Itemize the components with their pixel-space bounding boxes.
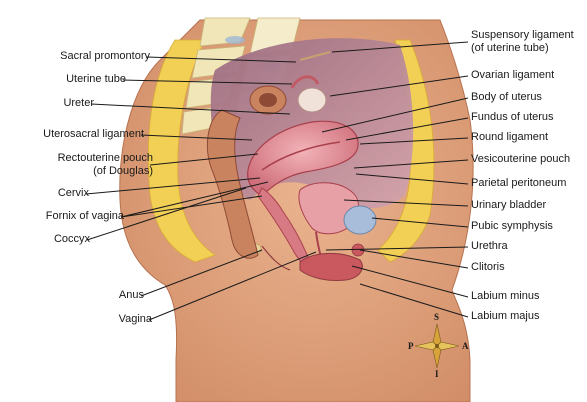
- label-vesicouterine-pouch-line: Vesicouterine pouch: [471, 153, 571, 165]
- label-uterosacral-ligament: Uterosacral ligament: [43, 128, 144, 141]
- label-rectouterine-pouch-line: Rectouterine pouch: [57, 152, 153, 164]
- pubic-symphysis: [343, 205, 377, 235]
- label-vagina-line: Vagina: [118, 313, 152, 325]
- label-suspensory-ligament-line: (of uterine tube): [471, 42, 549, 54]
- compass-inferior-label: I: [435, 369, 439, 379]
- ovary-and-tube: [290, 51, 331, 113]
- label-fornix-of-vagina-line: Fornix of vagina: [45, 210, 124, 222]
- external-genitalia: [261, 243, 365, 281]
- label-rectouterine-pouch-line: (of Douglas): [93, 165, 153, 177]
- label-ovarian-ligament-line: Ovarian ligament: [471, 69, 555, 81]
- label-suspensory-ligament-line: Suspensory ligament: [471, 29, 574, 41]
- label-ureter-line: Ureter: [63, 97, 94, 109]
- rectum: [206, 85, 287, 259]
- label-urinary-bladder-line: Urinary bladder: [471, 199, 547, 211]
- label-uterine-tube-line: Uterine tube: [66, 73, 126, 85]
- label-urethra-line: Urethra: [471, 240, 508, 252]
- label-sacral-promontory: Sacral promontory: [60, 50, 150, 63]
- label-fundus-of-uterus-line: Fundus of uterus: [471, 111, 554, 123]
- label-sacral-promontory-line: Sacral promontory: [60, 50, 150, 62]
- label-parietal-peritoneum-line: Parietal peritoneum: [471, 177, 567, 189]
- label-rectouterine-pouch: Rectouterine pouch(of Douglas): [58, 152, 153, 178]
- label-round-ligament-line: Round ligament: [471, 131, 549, 143]
- label-body-of-uterus: Body of uterus: [471, 91, 542, 104]
- label-pubic-symphysis-line: Pubic symphysis: [471, 220, 553, 232]
- label-round-ligament: Round ligament: [471, 131, 548, 144]
- label-parietal-peritoneum: Parietal peritoneum: [471, 177, 566, 190]
- label-vesicouterine-pouch: Vesicouterine pouch: [471, 153, 570, 166]
- label-vagina: Vagina: [119, 313, 152, 326]
- label-labium-majus-line: Labium majus: [471, 310, 540, 322]
- label-ureter: Ureter: [63, 97, 94, 110]
- label-labium-minus: Labium minus: [471, 290, 539, 303]
- label-fundus-of-uterus: Fundus of uterus: [471, 111, 554, 124]
- label-uterine-tube: Uterine tube: [66, 73, 126, 86]
- label-urethra: Urethra: [471, 240, 508, 253]
- label-uterosacral-ligament-line: Uterosacral ligament: [43, 128, 144, 140]
- label-coccyx: Coccyx: [54, 233, 90, 246]
- compass-anterior-label: A: [462, 341, 469, 351]
- label-ovarian-ligament: Ovarian ligament: [471, 69, 554, 82]
- label-coccyx-line: Coccyx: [53, 233, 90, 245]
- label-fornix-of-vagina: Fornix of vagina: [46, 210, 124, 223]
- orientation-compass: [414, 323, 460, 369]
- label-clitoris-line: Clitoris: [471, 261, 505, 273]
- label-cervix: Cervix: [58, 187, 89, 200]
- leader-lines: [85, 41, 469, 321]
- label-anus: Anus: [119, 289, 144, 302]
- compass-superior-label: S: [434, 312, 440, 322]
- label-cervix-line: Cervix: [57, 187, 89, 199]
- label-clitoris: Clitoris: [471, 261, 505, 274]
- compass-posterior-label: P: [408, 341, 414, 351]
- label-labium-majus: Labium majus: [471, 310, 539, 323]
- label-urinary-bladder: Urinary bladder: [471, 199, 546, 212]
- label-suspensory-ligament: Suspensory ligament(of uterine tube): [471, 29, 574, 55]
- label-anus-line: Anus: [118, 289, 144, 301]
- label-body-of-uterus-line: Body of uterus: [471, 91, 542, 103]
- label-pubic-symphysis: Pubic symphysis: [471, 220, 553, 233]
- label-labium-minus-line: Labium minus: [471, 290, 540, 302]
